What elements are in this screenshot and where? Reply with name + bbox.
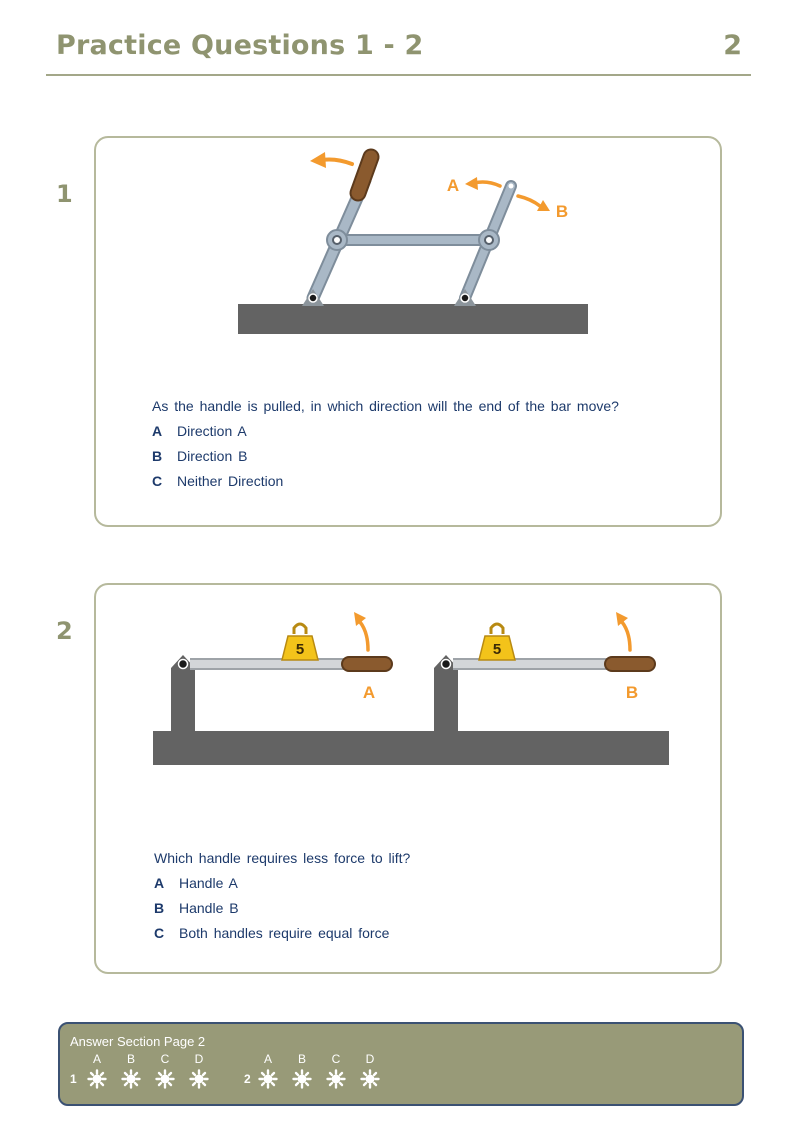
answer-1-bubble-a[interactable] (87, 1069, 107, 1089)
handle-a-grip (341, 656, 393, 672)
option-letter: C (154, 925, 165, 941)
answer-1-bubble-b[interactable] (121, 1069, 141, 1089)
question-1-diagram: A B (238, 148, 588, 334)
option-letter: C (152, 473, 163, 489)
question-2-card (94, 583, 722, 974)
left-post (171, 655, 195, 732)
handle-a-label: A (363, 683, 375, 702)
page-number: 2 (723, 30, 742, 61)
lever-bar-b (453, 658, 613, 670)
question-1-number: 1 (56, 180, 73, 208)
question-1-text: As the handle is pulled, in which direct… (152, 398, 619, 414)
question-2-number: 2 (56, 617, 73, 645)
weight-b: 5 (478, 622, 516, 661)
answer-header-b: B (126, 1052, 135, 1066)
question-1-option-a: A Direction A (152, 423, 247, 439)
question-2-diagram: 5 5 A B (153, 612, 669, 765)
question-1-card (94, 136, 722, 527)
option-text: Both handles require equal force (179, 925, 390, 941)
header-divider (46, 74, 751, 76)
question-1-option-b: B Direction B (152, 448, 247, 464)
direction-b-arrow (516, 194, 550, 211)
diagram-label-b: B (556, 202, 568, 221)
question-1-option-c: C Neither Direction (152, 473, 283, 489)
option-letter: B (152, 448, 163, 464)
question-2-option-b: B Handle B (154, 900, 239, 916)
option-letter: B (154, 900, 165, 916)
answer-section-title: Answer Section Page 2 (70, 1034, 206, 1049)
lever-bar-a (190, 658, 350, 670)
answer-2-bubble-b[interactable] (292, 1069, 312, 1089)
answer-header-d: D (365, 1052, 375, 1066)
lift-arrow-a (354, 612, 370, 652)
answer-header-a: A (92, 1052, 101, 1066)
option-letter: A (152, 423, 163, 439)
answer-header-b: B (297, 1052, 306, 1066)
answer-2-bubble-a[interactable] (258, 1069, 278, 1089)
linkage-base (238, 304, 588, 334)
answer-header-c: C (160, 1052, 170, 1066)
right-link-joint (478, 229, 500, 251)
weight-b-label: 5 (493, 641, 501, 658)
weight-a-label: 5 (296, 641, 304, 658)
option-text: Handle A (179, 875, 238, 891)
answer-header-c: C (331, 1052, 341, 1066)
question-2-option-c: C Both handles require equal force (154, 925, 389, 941)
answer-header-a: A (263, 1052, 272, 1066)
page-title: Practice Questions 1 - 2 (56, 30, 424, 61)
option-text: Handle B (179, 900, 239, 916)
lever-base (153, 731, 669, 765)
answer-2-bubble-d[interactable] (360, 1069, 380, 1089)
handle-b-label: B (626, 683, 638, 702)
option-text: Direction B (177, 448, 248, 464)
question-2-option-a: A Handle A (154, 875, 238, 891)
right-post (434, 655, 458, 732)
answer-header-d: D (194, 1052, 204, 1066)
answer-question-2-number: 2 (244, 1072, 251, 1086)
question-2-text: Which handle requires less force to lift… (154, 850, 411, 866)
answer-1-bubble-c[interactable] (155, 1069, 175, 1089)
lift-arrow-b (616, 612, 632, 652)
left-link-joint (326, 229, 348, 251)
handle-b-grip (604, 656, 656, 672)
pull-arrow (310, 152, 354, 168)
option-text: Neither Direction (177, 473, 284, 489)
handle-grip (349, 148, 380, 202)
direction-a-arrow (465, 177, 502, 190)
weight-a: 5 (281, 622, 319, 661)
answer-section-panel: Answer Section Page 2 A B C D A B C D 1 … (58, 1022, 744, 1106)
diagram-label-a: A (447, 176, 459, 195)
option-letter: A (154, 875, 165, 891)
answer-2-bubble-c[interactable] (326, 1069, 346, 1089)
answer-1-bubble-d[interactable] (189, 1069, 209, 1089)
left-pivot (302, 289, 324, 306)
answer-question-1-number: 1 (70, 1072, 77, 1086)
option-text: Direction A (177, 423, 247, 439)
right-pivot (454, 289, 476, 306)
